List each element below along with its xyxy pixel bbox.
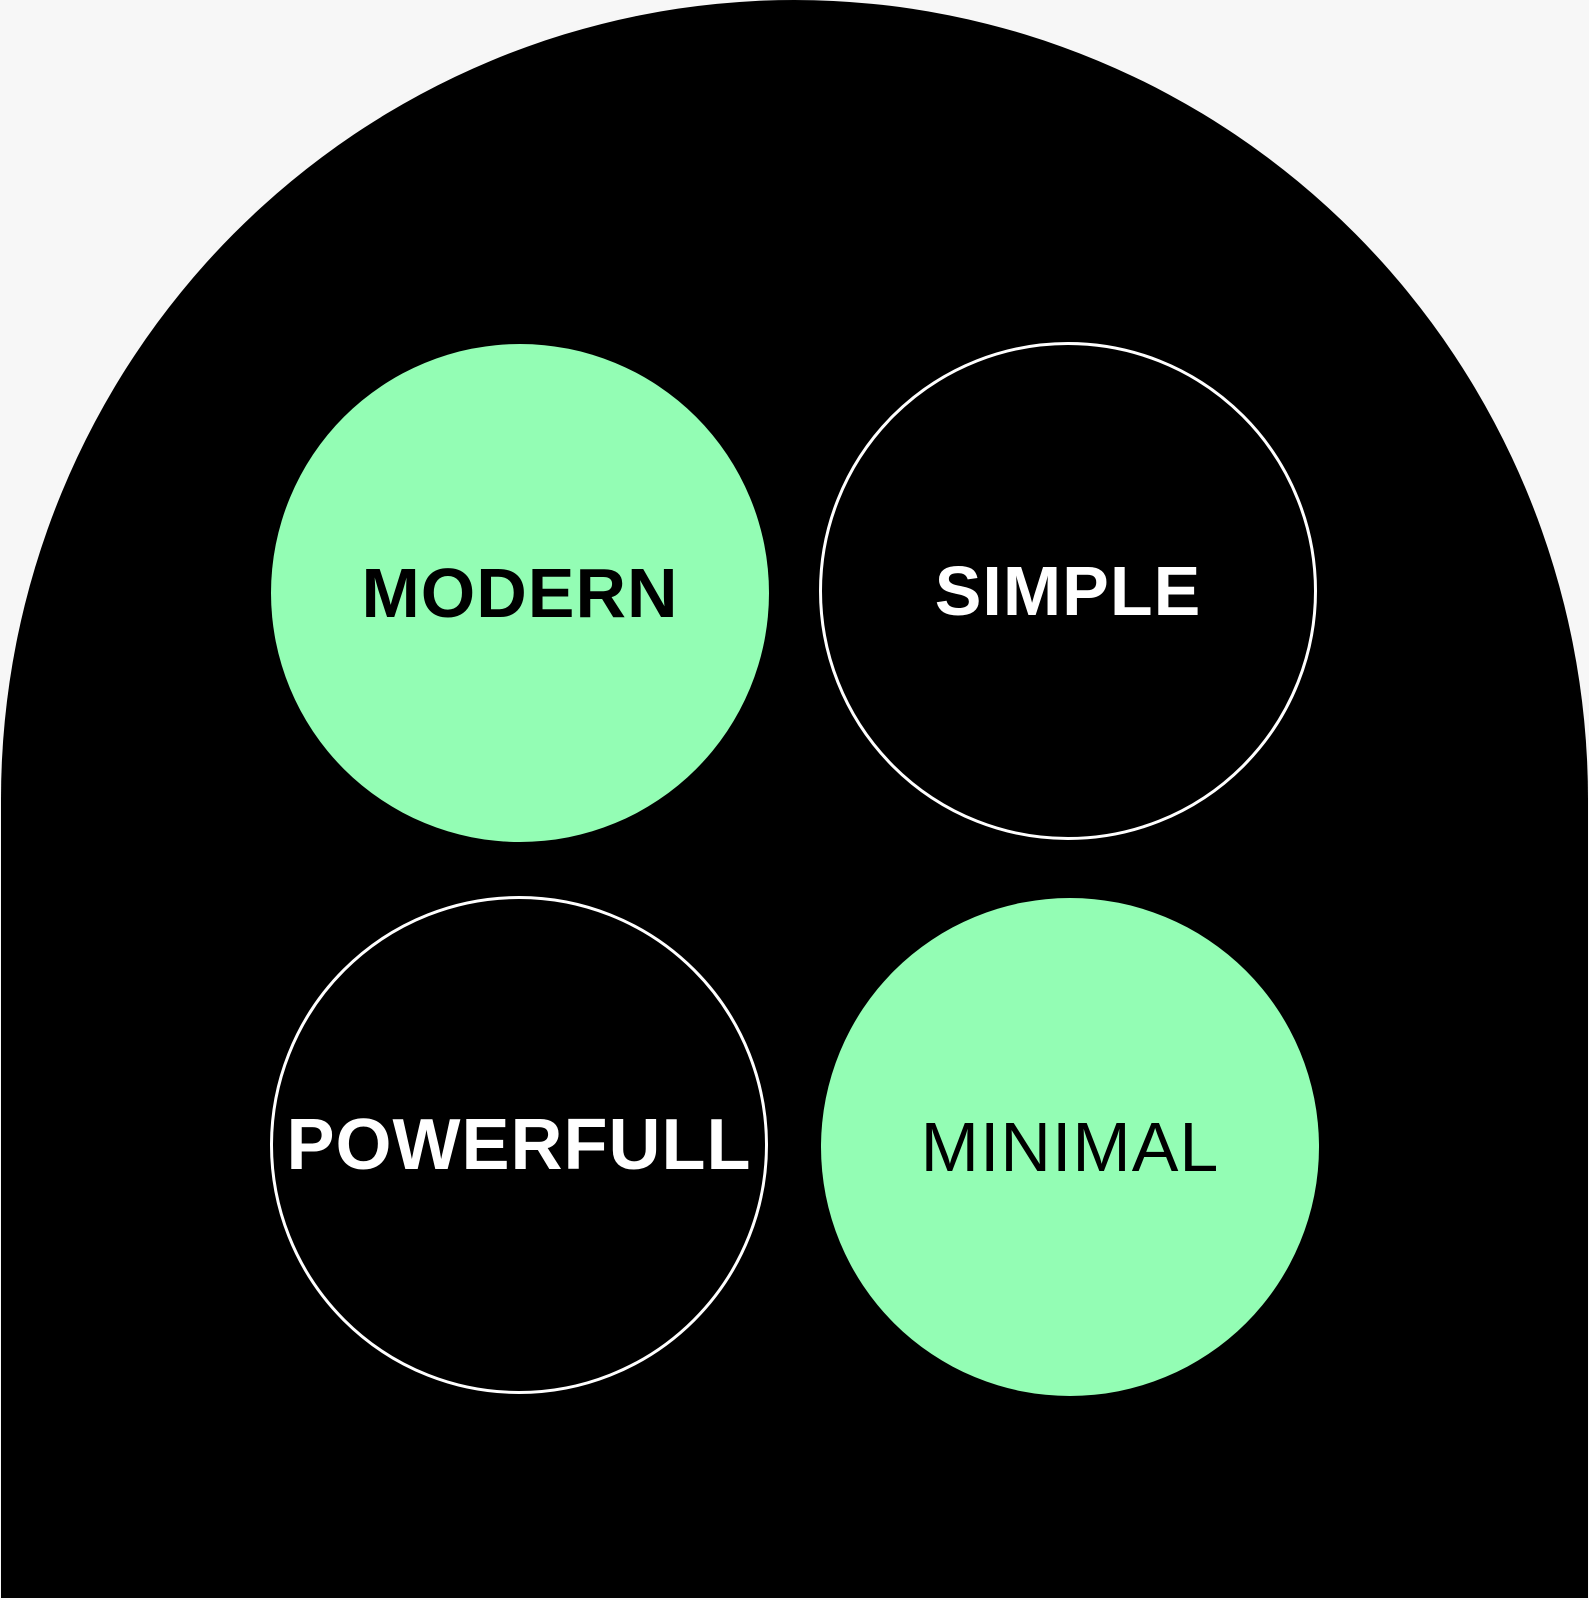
circle-simple: SIMPLE	[819, 342, 1317, 840]
circle-label-powerfull: POWERFULL	[286, 1105, 752, 1185]
circle-powerfull: POWERFULL	[270, 896, 768, 1394]
circle-label-simple: SIMPLE	[934, 552, 1202, 630]
circle-label-minimal: MINIMAL	[920, 1108, 1220, 1186]
circle-modern: MODERN	[271, 344, 769, 842]
circle-minimal: MINIMAL	[821, 898, 1319, 1396]
circle-label-modern: MODERN	[361, 554, 679, 632]
